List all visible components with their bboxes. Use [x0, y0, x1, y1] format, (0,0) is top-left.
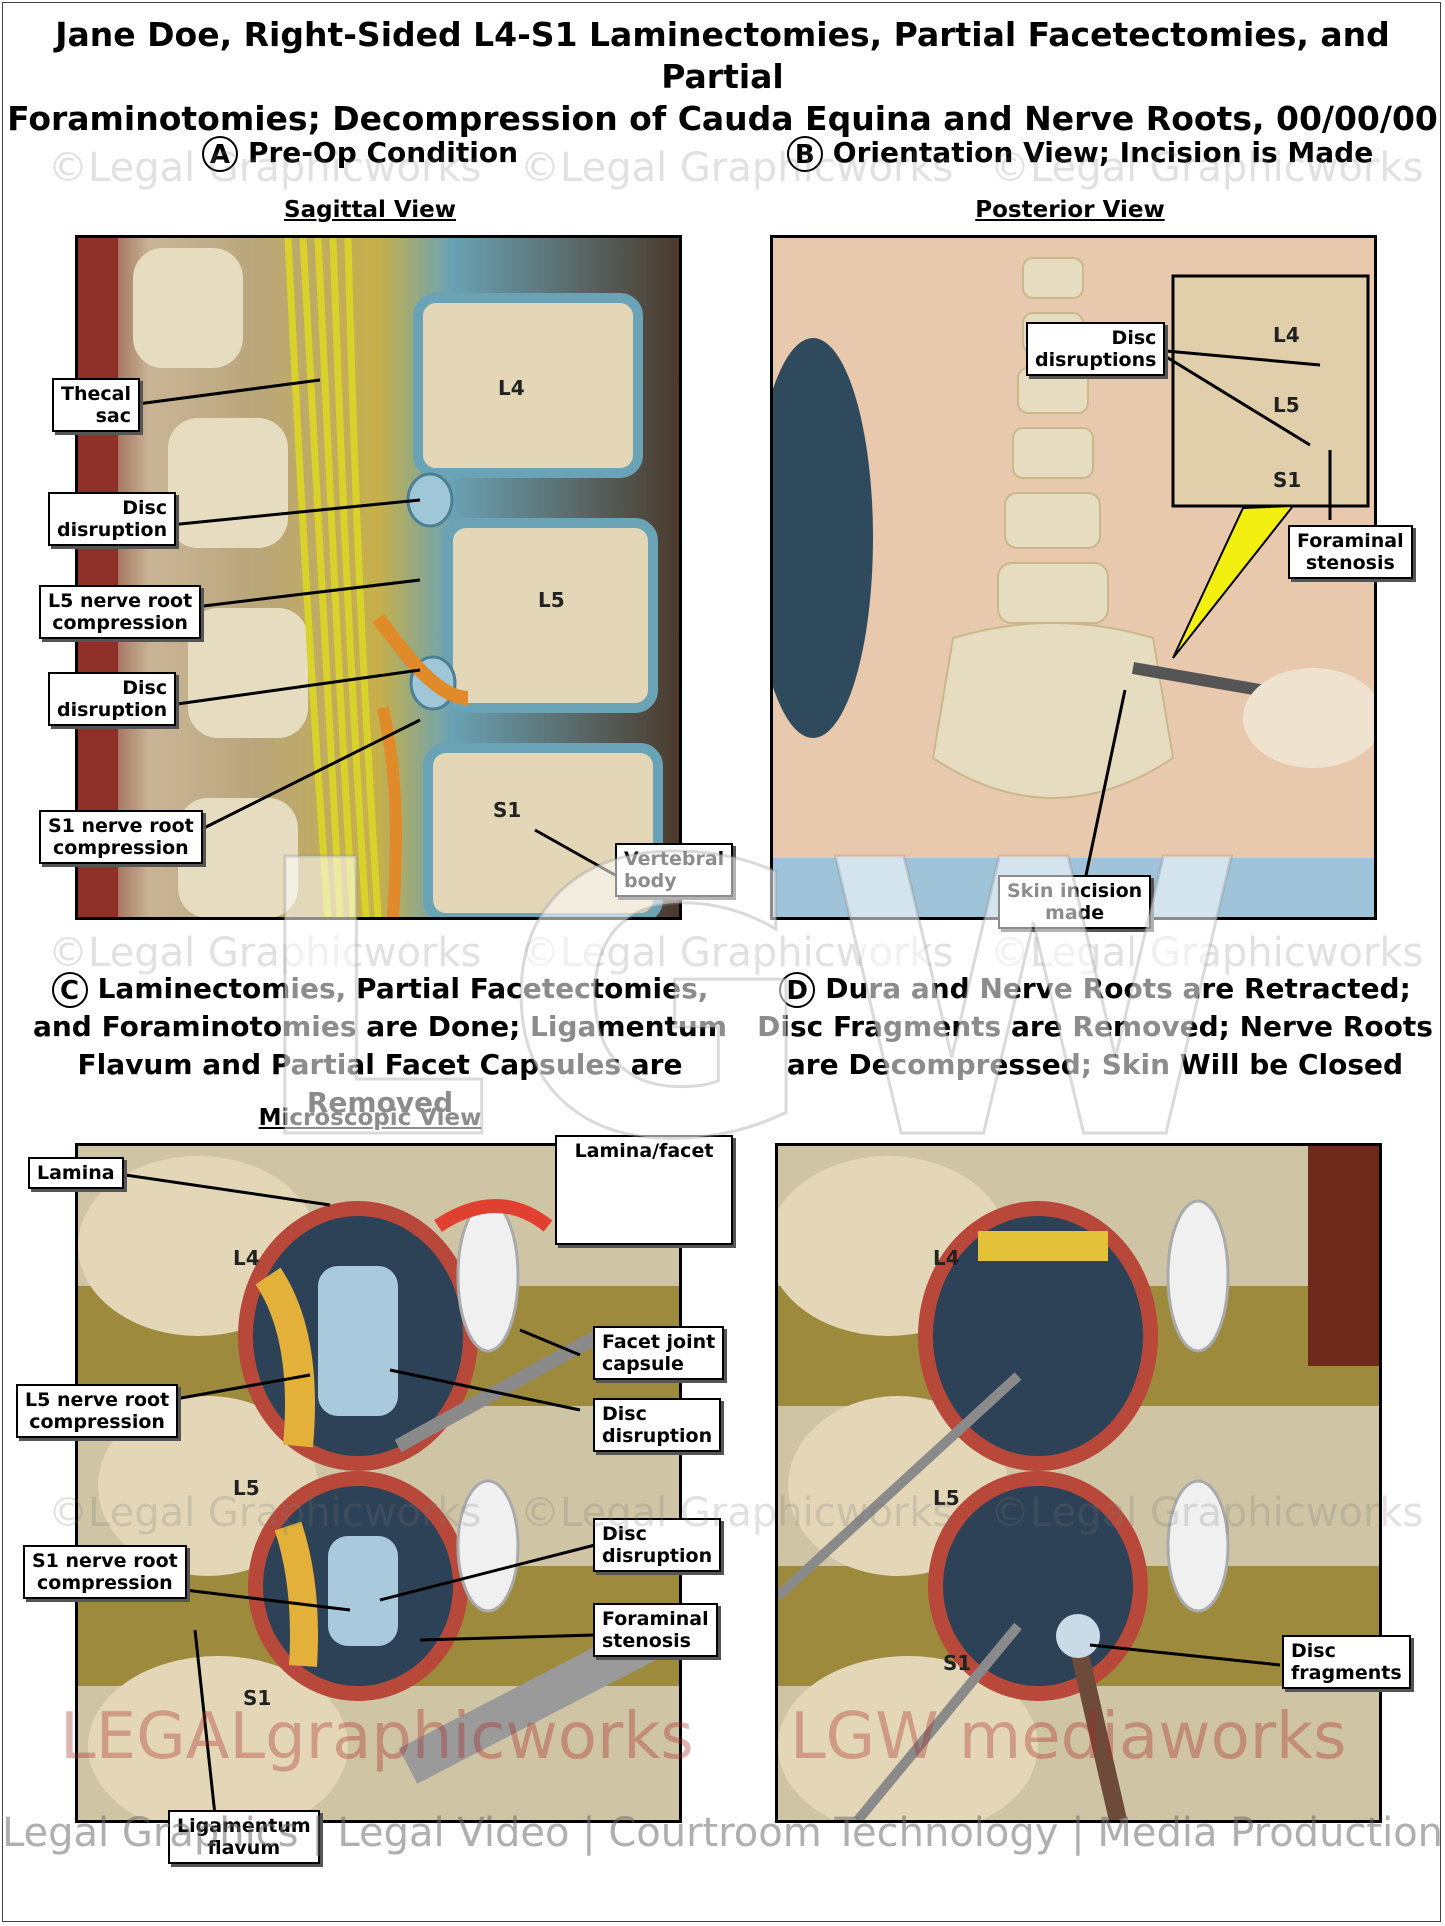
- label-c-disc-disruption-2: Disc disruption: [593, 1518, 722, 1572]
- panel-b-level-l5: L5: [1273, 393, 1300, 417]
- panel-c-letter: C: [51, 972, 88, 1008]
- retraction-view-drawing: [778, 1146, 1379, 1820]
- panel-d-heading-line-3: are Decompressed; Skin Will be Closed: [786, 1048, 1404, 1081]
- panel-a-view-title: Sagittal View: [284, 197, 456, 223]
- label-a-disc-disruption-2: Disc disruption: [48, 672, 177, 726]
- label-a-l5-compression: L5 nerve root compression: [39, 585, 202, 639]
- label-c-foraminal-stenosis: Foraminal stenosis: [593, 1603, 718, 1657]
- lgw-mediaworks-logo: LGW mediaworks: [790, 1700, 1347, 1774]
- panel-d-heading-line-2: Disc Fragments are Removed; Nerve Roots: [757, 1010, 1433, 1043]
- label-skin-incision: Skin incision made: [998, 875, 1152, 929]
- panel-a-level-s1: S1: [493, 798, 522, 822]
- label-vertebral-body: Vertebral body: [615, 843, 734, 897]
- label-lamina-facet: Lamina/facet: [555, 1135, 733, 1245]
- footer-tagline: Legal Graphics | Legal Video | Courtroom…: [1, 1810, 1444, 1856]
- label-c-s1-compression: S1 nerve root compression: [23, 1545, 187, 1599]
- panel-b-level-l4: L4: [1273, 323, 1300, 347]
- panel-b-heading: B Orientation View; Incision is Made: [780, 134, 1380, 172]
- label-c-l5-compression: L5 nerve root compression: [16, 1384, 179, 1438]
- lgw-big-logo: LGW: [248, 779, 1254, 1225]
- panel-c-heading-line-3: Flavum and Partial Facet Capsules are Re…: [77, 1048, 683, 1119]
- panel-b-heading-text: Orientation View; Incision is Made: [832, 136, 1374, 169]
- label-facet-capsule: Facet joint capsule: [593, 1326, 725, 1380]
- legal-graphicworks-logo: LEGALgraphicworks: [60, 1700, 694, 1774]
- label-ligamentum-flavum: Ligamentum flavum: [168, 1810, 320, 1864]
- sagittal-spine-drawing: [78, 238, 679, 917]
- panel-a-heading-text: Pre-Op Condition: [247, 136, 519, 169]
- panel-d-level-l5: L5: [933, 1486, 960, 1510]
- label-b-foraminal-stenosis: Foraminal stenosis: [1288, 525, 1413, 579]
- panel-c-heading-line-2: and Foraminotomies are Done; Ligamentum: [32, 1010, 728, 1043]
- panel-a-level-l4: L4: [498, 376, 525, 400]
- panel-d-level-s1: S1: [943, 1651, 972, 1675]
- label-lamina: Lamina: [28, 1157, 124, 1189]
- page-title: Jane Doe, Right-Sided L4-S1 Laminectomie…: [0, 14, 1445, 140]
- label-a-s1-compression: S1 nerve root compression: [39, 810, 203, 864]
- panel-c-level-l5: L5: [233, 1476, 260, 1500]
- panel-c-heading: C Laminectomies, Partial Facetectomies, a…: [20, 970, 740, 1122]
- panel-a-level-l5: L5: [538, 588, 565, 612]
- panel-c-heading-line-1: Laminectomies, Partial Facetectomies,: [97, 972, 709, 1005]
- panel-b-level-s1: S1: [1273, 468, 1302, 492]
- label-thecal-sac: Thecal sac: [52, 378, 140, 432]
- panel-a-heading: A Pre-Op Condition: [160, 134, 560, 172]
- title-line-2: Foraminotomies; Decompression of Cauda E…: [7, 99, 1438, 138]
- panel-a-illustration: L4 L5 S1: [75, 235, 682, 920]
- label-a-disc-disruption-1: Disc disruption: [48, 492, 177, 546]
- panel-b-view-title: Posterior View: [975, 197, 1165, 223]
- panel-d-heading: D Dura and Nerve Roots are Retracted; Dis…: [755, 970, 1435, 1084]
- panel-d-heading-line-1: Dura and Nerve Roots are Retracted;: [825, 972, 1411, 1005]
- panel-c-level-l4: L4: [233, 1246, 260, 1270]
- panel-d-illustration: L4 L5 S1: [775, 1143, 1382, 1823]
- label-disc-fragments: Disc fragments: [1282, 1635, 1411, 1689]
- panel-b-letter: B: [786, 136, 823, 172]
- panel-d-level-l4: L4: [933, 1246, 960, 1270]
- label-c-disc-disruption-1: Disc disruption: [593, 1398, 722, 1452]
- panel-c-level-s1: S1: [243, 1686, 272, 1710]
- panel-a-letter: A: [201, 136, 238, 172]
- panel-c-view-title: Microscopic View: [258, 1105, 482, 1131]
- label-disc-disruptions: Disc disruptions: [1026, 322, 1166, 376]
- title-line-1: Jane Doe, Right-Sided L4-S1 Laminectomie…: [55, 15, 1390, 96]
- panel-d-letter: D: [779, 972, 816, 1008]
